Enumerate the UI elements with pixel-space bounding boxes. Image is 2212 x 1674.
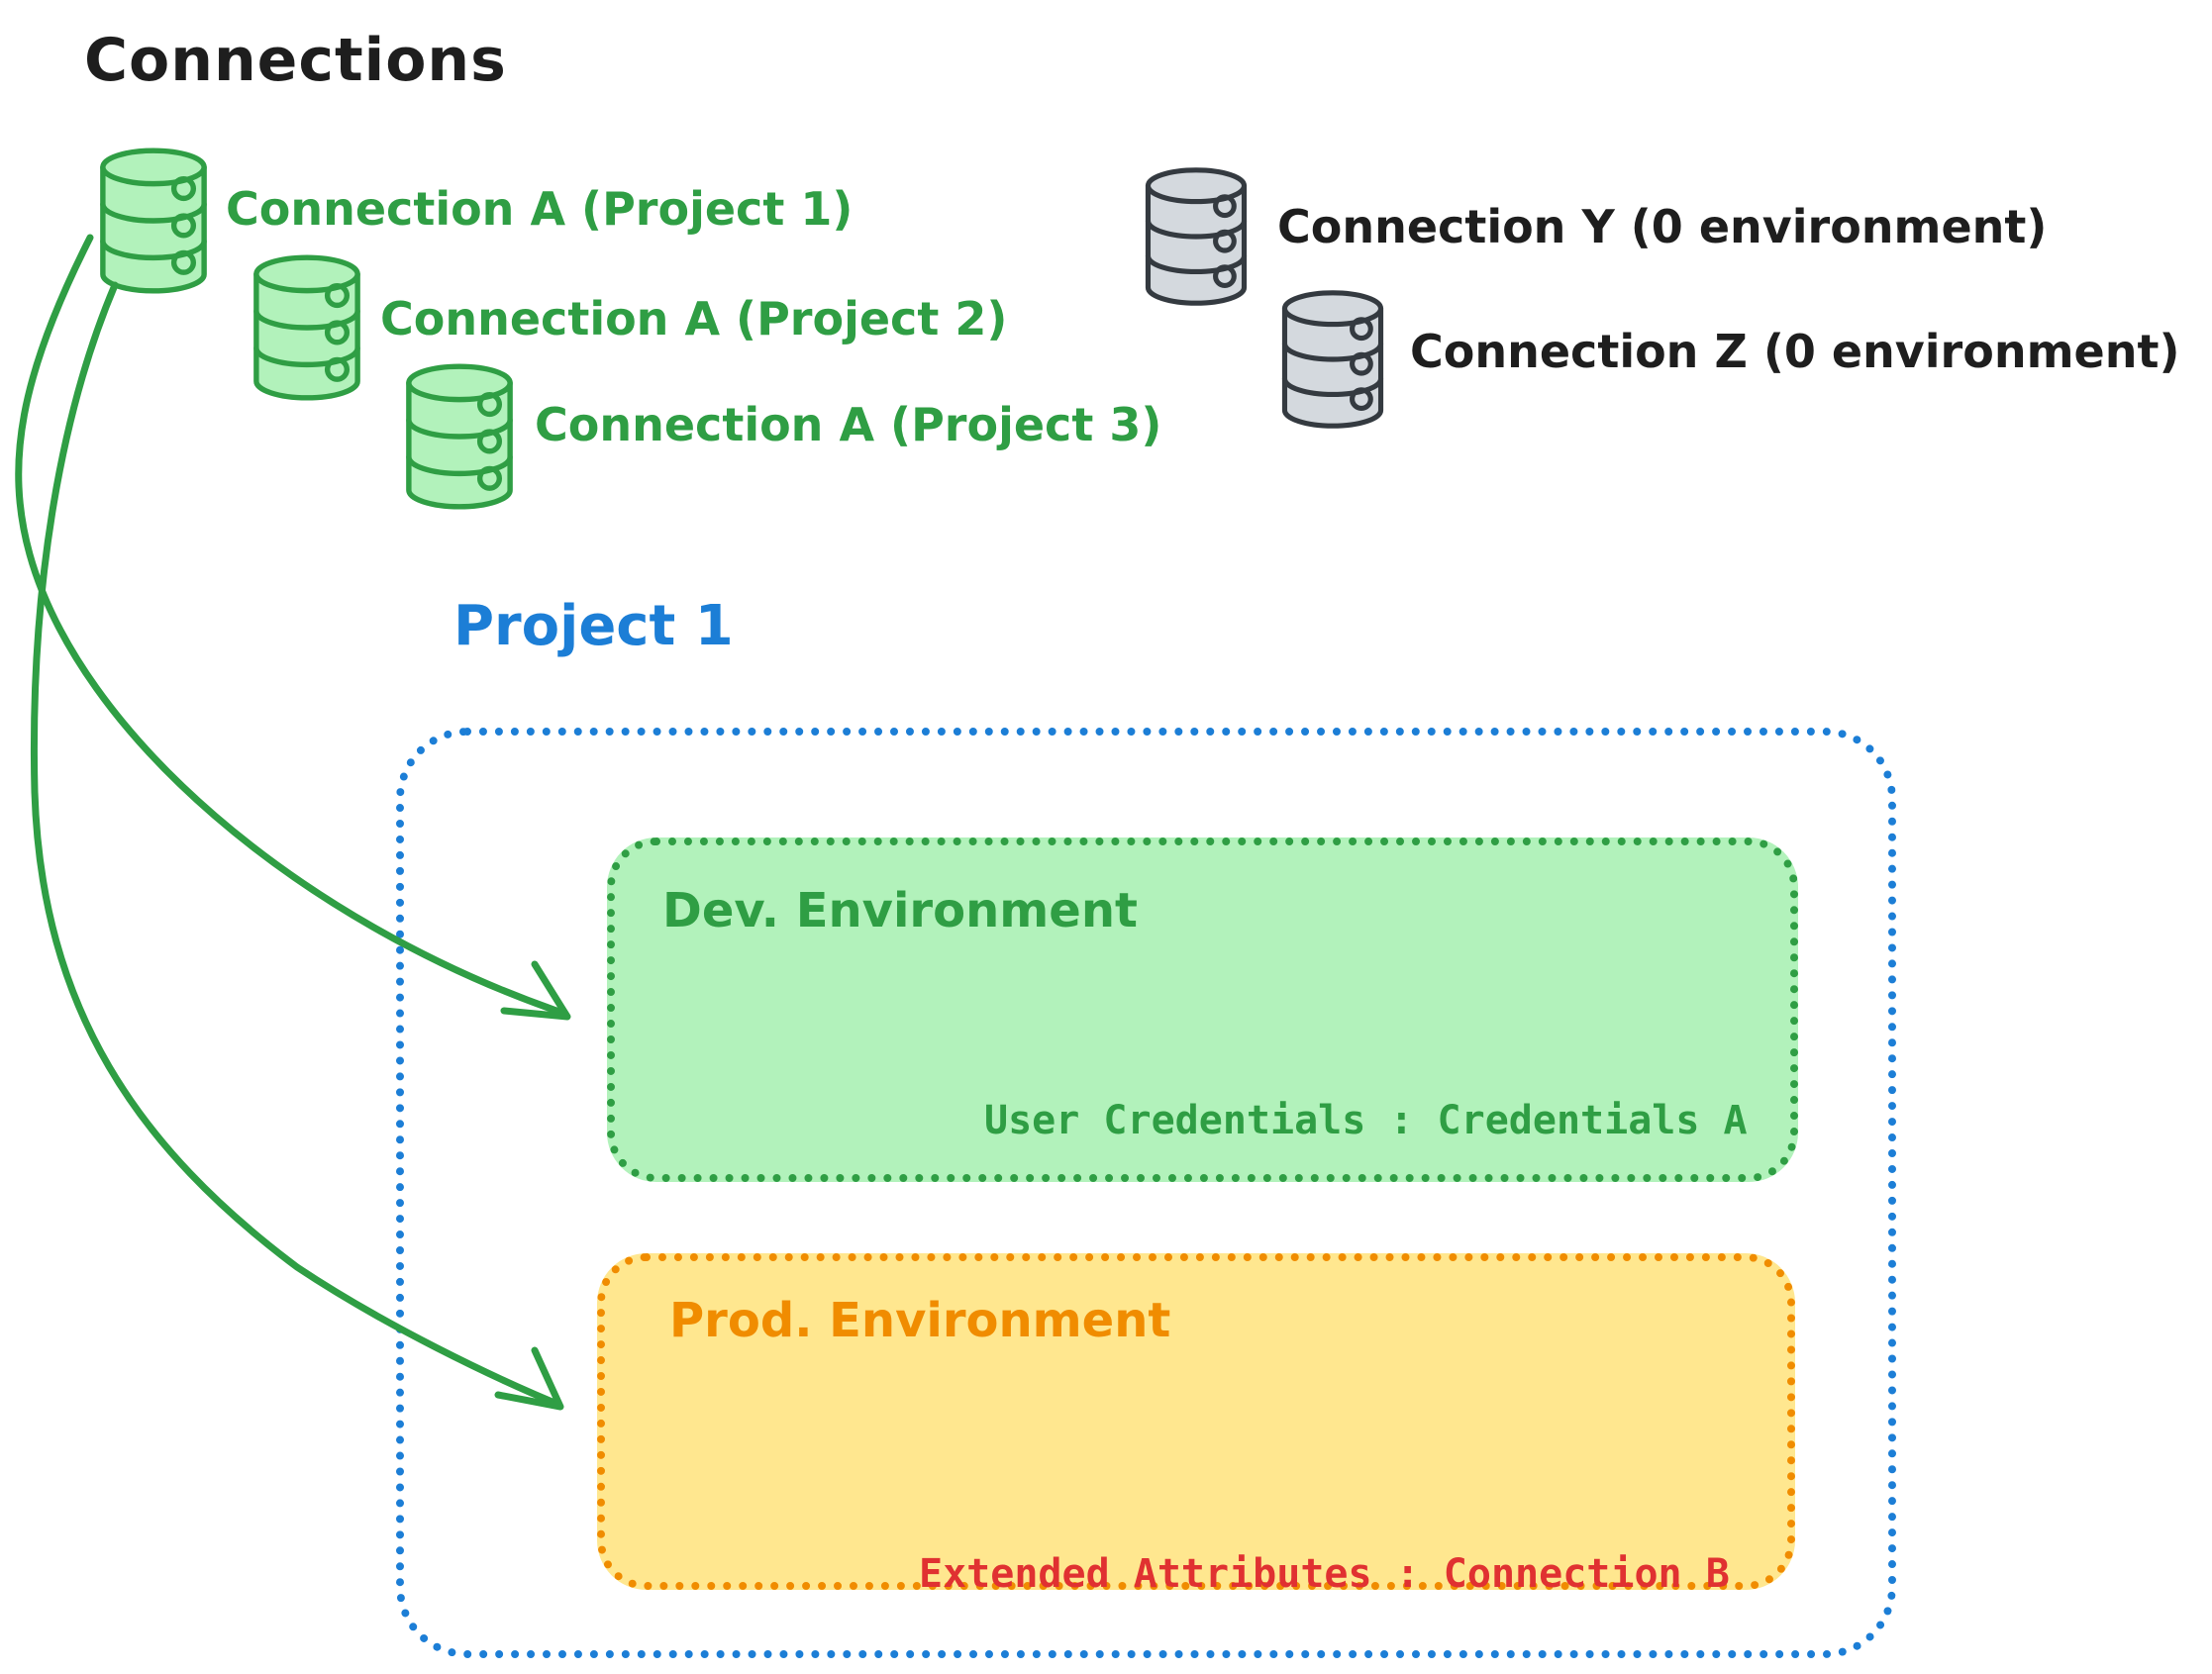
database-icon — [95, 147, 212, 295]
connection-a-project2-label: Connection A (Project 2) — [380, 292, 1008, 345]
database-icon — [1141, 166, 1252, 307]
database-icon — [401, 362, 518, 511]
dev-credentials-text: User Credentials : Credentials A — [984, 1098, 1748, 1143]
prod-environment-label: Prod. Environment — [669, 1293, 1171, 1348]
project-box: Dev. Environment User Credentials : Cred… — [396, 728, 1896, 1658]
connection-z-label: Connection Z (0 environment) — [1410, 325, 2180, 378]
project-title: Project 1 — [453, 594, 734, 658]
dev-environment-label: Dev. Environment — [662, 883, 1138, 938]
page-title: Connections — [84, 26, 507, 95]
prod-environment-box: Prod. Environment Extended Attributes : … — [597, 1253, 1795, 1597]
connection-a-project1-label: Connection A (Project 1) — [226, 182, 854, 236]
database-icon — [249, 253, 365, 402]
connection-a-project3-label: Connection A (Project 3) — [535, 398, 1162, 451]
prod-attributes-line1: Extended Attributes : Connection B — [919, 1551, 1730, 1597]
prod-attributes-text: Extended Attributes : Connection B Ext.A… — [919, 1455, 1754, 1674]
connection-y-label: Connection Y (0 environment) — [1277, 200, 2048, 253]
database-icon — [1277, 289, 1388, 430]
dev-environment-box: Dev. Environment User Credentials : Cred… — [607, 837, 1798, 1182]
